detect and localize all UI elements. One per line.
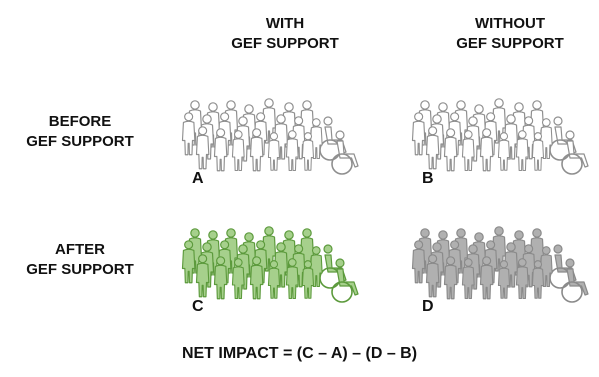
row-header-before-line1: BEFORE — [48, 113, 112, 130]
wheelchair-user-icon — [561, 258, 589, 303]
person-icon — [285, 258, 299, 300]
net-impact-formula: NET IMPACT = (C – A) – (D – B) — [181, 345, 418, 362]
quadrant-d: D — [410, 226, 599, 315]
person-icon — [461, 130, 475, 172]
person-icon — [531, 260, 544, 299]
person-icon — [195, 126, 210, 170]
person-icon — [479, 128, 494, 172]
row-header-before: BEFORE GEF SUPPORT — [5, 112, 155, 152]
person-icon — [515, 130, 529, 172]
quadrant-c-label: C — [192, 298, 204, 315]
person-icon — [249, 128, 264, 172]
quadrant-d-label: D — [422, 298, 434, 315]
person-icon — [497, 260, 510, 299]
row-header-after-line1: AFTER — [55, 241, 105, 258]
person-icon — [461, 258, 475, 300]
person-icon — [267, 132, 280, 171]
person-icon — [267, 260, 280, 299]
quadrant-a-label: A — [192, 170, 204, 187]
person-group-icon — [411, 226, 589, 303]
quadrant-b: B — [410, 98, 599, 187]
person-icon — [231, 130, 245, 172]
person-icon — [425, 126, 440, 170]
person-group-icon — [411, 98, 589, 175]
person-icon — [515, 258, 529, 300]
column-header-without-line1: WITHOUT — [475, 15, 545, 32]
person-icon — [249, 256, 264, 300]
person-icon — [497, 132, 510, 171]
row-header-after: AFTER GEF SUPPORT — [5, 240, 155, 280]
person-icon — [181, 240, 196, 284]
column-header-with-line2: GEF SUPPORT — [231, 35, 339, 52]
wheelchair-user-icon — [331, 258, 359, 303]
person-icon — [443, 256, 458, 300]
row-header-before-line2: GEF SUPPORT — [26, 133, 134, 150]
person-icon — [213, 128, 228, 172]
person-icon — [443, 128, 458, 172]
person-icon — [411, 112, 426, 156]
row-header-after-line2: GEF SUPPORT — [26, 261, 134, 278]
wheelchair-user-icon — [561, 130, 589, 175]
person-icon — [285, 130, 299, 172]
column-header-without-line2: GEF SUPPORT — [456, 35, 564, 52]
person-icon — [479, 256, 494, 300]
column-header-without: WITHOUT GEF SUPPORT — [440, 14, 580, 54]
person-icon — [425, 254, 440, 298]
wheelchair-user-icon — [331, 130, 359, 175]
person-icon — [301, 132, 314, 171]
person-icon — [231, 258, 245, 300]
person-icon — [181, 112, 196, 156]
person-icon — [301, 260, 314, 299]
quadrant-a: A — [180, 98, 380, 187]
person-icon — [195, 254, 210, 298]
person-icon — [411, 240, 426, 284]
person-icon — [213, 256, 228, 300]
quadrant-c: C — [180, 226, 380, 315]
quadrant-b-label: B — [422, 170, 434, 187]
column-header-with: WITH GEF SUPPORT — [215, 14, 355, 54]
person-icon — [531, 132, 544, 171]
person-group-icon — [181, 98, 359, 175]
person-group-icon — [181, 226, 359, 303]
column-header-with-line1: WITH — [265, 15, 305, 32]
